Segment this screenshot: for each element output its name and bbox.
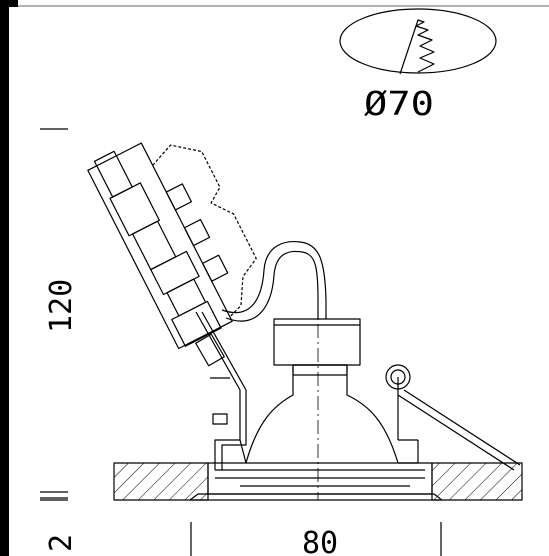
mounting-bracket <box>195 311 247 470</box>
ceiling-section <box>113 462 523 501</box>
trim-flange <box>189 462 443 501</box>
flange-dimension-marks <box>40 491 68 501</box>
width-dimension-marks <box>190 522 442 556</box>
cable <box>221 241 327 322</box>
driver-unit <box>87 142 257 350</box>
flange-dimension-label: 2 <box>44 534 79 552</box>
spring-clip <box>385 364 521 471</box>
height-dimension-label: 120 <box>44 279 79 333</box>
cutout-symbol <box>339 8 497 75</box>
lamp-socket <box>273 318 361 376</box>
width-dimension-label: 80 <box>302 526 338 556</box>
cutout-diameter-label: Ø70 <box>364 84 434 123</box>
height-dimension-marks <box>40 128 68 499</box>
